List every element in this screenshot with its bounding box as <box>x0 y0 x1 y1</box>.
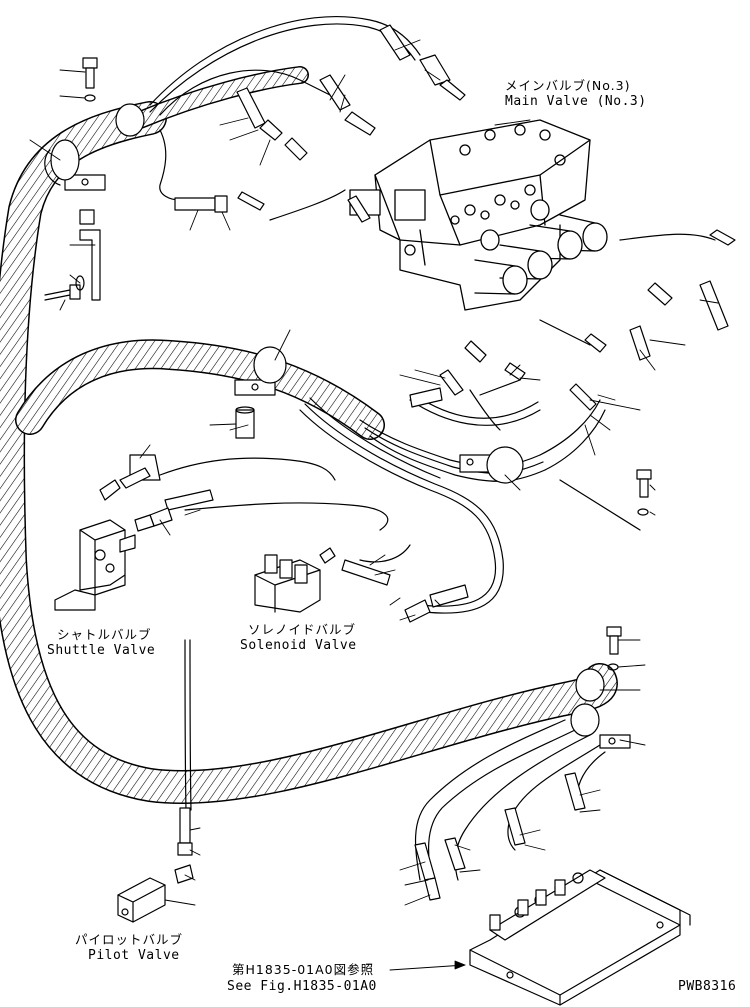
reference-arrowhead <box>454 960 466 970</box>
fittings-top <box>174 24 736 411</box>
solenoid-valve <box>254 547 469 623</box>
shuttle-valve-label-en: Shuttle Valve <box>47 643 156 658</box>
reference-label-jp: 第H1835-01A0図参照 <box>232 962 375 977</box>
clamp-brackets <box>44 103 631 749</box>
pilot-valve-label-jp: パイロットバルブ <box>75 932 184 947</box>
pilot-valve <box>117 807 194 923</box>
drawing-id: PWB8316 <box>678 979 737 994</box>
reference-label-en: See Fig.H1835-01A0 <box>227 979 377 994</box>
shuttle-valve-label-jp: シャトルバルブ <box>57 627 152 642</box>
leader-lines <box>29 39 719 971</box>
main-valve-label-jp: メインバルブ(No.3) <box>505 78 631 93</box>
left-spiral-hose <box>0 101 618 805</box>
middle-spiral-hose <box>15 339 385 440</box>
main-valve-block <box>349 119 608 311</box>
top-spiral-hose <box>131 66 309 129</box>
solenoid-valve-label-jp: ソレノイドバルブ <box>248 622 357 637</box>
main-valve-label-en: Main Valve (No.3) <box>505 94 647 109</box>
shuttle-valve <box>54 454 214 611</box>
bolts-washers <box>44 57 652 671</box>
bottom-manifold <box>414 772 691 1006</box>
pilot-valve-label-en: Pilot Valve <box>88 948 180 963</box>
solenoid-valve-label-en: Solenoid Valve <box>240 638 357 653</box>
